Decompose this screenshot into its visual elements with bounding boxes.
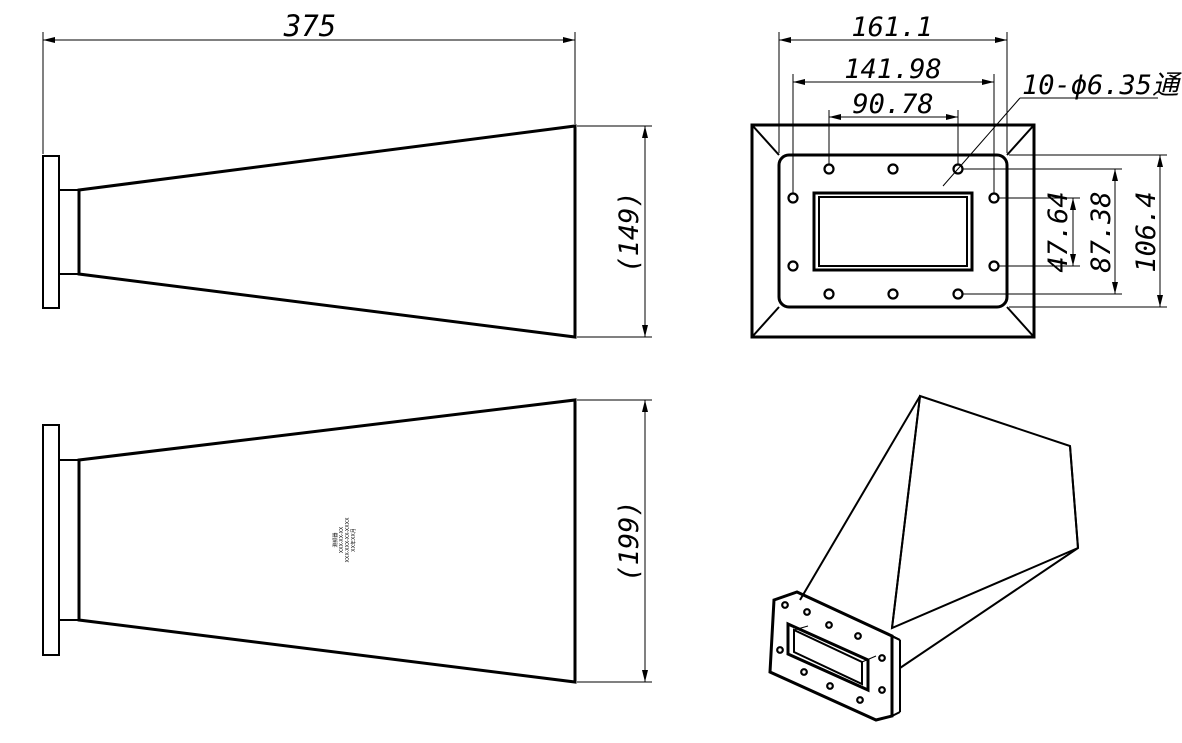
iso-waveguide-depth: [861, 655, 877, 663]
isometric-view: [768, 394, 1080, 722]
top-view-width-label: (199): [614, 500, 645, 581]
front-view-bolt-hole: [823, 288, 835, 300]
front-view-bolt-hole: [787, 192, 799, 204]
front-view-bolt-hole: [952, 288, 964, 300]
front-view-wall-edge: [1006, 306, 1035, 338]
front-view-bolt-hole: [988, 260, 1000, 272]
top-view-horn-body: [77, 398, 577, 684]
iso-horn-edge: [899, 547, 1079, 669]
iso-flange-thickness: [891, 635, 901, 641]
side-view-height-label: (149): [614, 191, 645, 272]
front-view-hole-callout: 10-ϕ6.35通: [1022, 70, 1182, 101]
front-view-bolt-hole: [887, 163, 899, 175]
iso-flange-edge: [796, 591, 901, 641]
iso-bolt-hole: [776, 646, 784, 654]
iso-flange-face: [768, 590, 894, 722]
iso-bolt-hole: [878, 686, 886, 694]
iso-bolt-hole: [800, 668, 808, 676]
front-view-width-holes-inner-label: 90.78: [852, 89, 933, 120]
nameplate-line: XXX-XX-XX: [339, 526, 345, 553]
nameplate-line: XXX-XXX-XX-XXXX: [345, 517, 351, 563]
side-view-flange: [42, 155, 60, 309]
iso-bolt-hole: [856, 696, 864, 704]
front-view-width-holes-outer-label: 141.98: [844, 54, 942, 85]
top-view-flange: [42, 424, 60, 656]
front-view-bolt-hole: [988, 192, 1000, 204]
front-view: 161.1 141.98 90.78 10-ϕ6.35通 47.64 87.38…: [750, 12, 1182, 339]
front-view-flange: [777, 153, 1009, 309]
iso-waveguide-inner: [793, 628, 863, 686]
iso-bolt-hole: [803, 608, 811, 616]
iso-horn-edge: [891, 395, 921, 629]
iso-horn-edge: [799, 395, 921, 601]
front-view-callout-leader: [942, 97, 1021, 187]
front-view-bolt-hole: [787, 260, 799, 272]
iso-horn-side-face: [890, 394, 1080, 630]
iso-waveguide-opening: [786, 621, 870, 693]
side-view-waveguide-neck: [58, 189, 80, 275]
front-view-outer-aperture: [750, 123, 1036, 339]
front-view-waveguide-opening: [812, 191, 974, 272]
iso-bolt-hole: [825, 621, 833, 629]
iso-flange-thickness: [891, 711, 901, 717]
iso-waveguide-depth: [793, 625, 809, 631]
front-view-width-outer-label: 161.1: [851, 12, 932, 43]
side-view-length-label: 375: [283, 9, 336, 43]
front-view-wall-edge: [1006, 124, 1035, 156]
iso-bolt-hole: [854, 632, 862, 640]
front-view-height-holes-inner-label: 47.64: [1043, 191, 1074, 272]
side-view-horn-body: [77, 124, 577, 339]
front-view-height-outer-label: 106.4: [1131, 191, 1162, 272]
front-view-height-holes-outer-label: 87.38: [1086, 191, 1117, 272]
nameplate-line: 测频器: [332, 532, 339, 547]
front-view-waveguide-inner: [818, 196, 968, 267]
iso-bolt-hole: [826, 682, 834, 690]
iso-bolt-hole: [878, 654, 886, 662]
top-view-waveguide-neck: [58, 459, 80, 621]
front-view-wall-edge: [751, 124, 780, 156]
front-view-bolt-hole: [887, 288, 899, 300]
side-view: 375 (149): [42, 9, 652, 339]
iso-horn-edge: [1069, 445, 1079, 549]
nameplate-line: XX年XX月: [350, 528, 357, 552]
nameplate: 测频器 XXX-XX-XX XXX-XXX-XX-XXXX XX年XX月: [332, 517, 357, 563]
front-view-bolt-hole: [823, 163, 835, 175]
front-view-wall-edge: [751, 306, 780, 338]
iso-bolt-hole: [781, 601, 789, 609]
top-view: 测频器 XXX-XX-XX XXX-XXX-XX-XXXX XX年XX月 (19…: [42, 398, 652, 684]
